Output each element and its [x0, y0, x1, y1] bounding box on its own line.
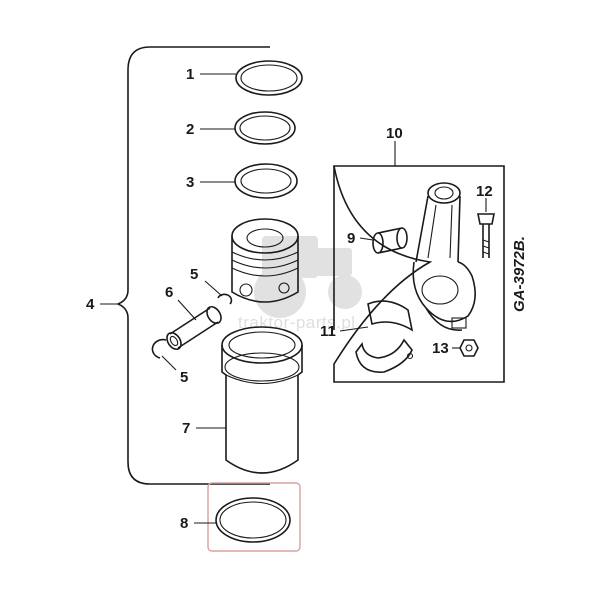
- callout-3: 3: [186, 174, 194, 191]
- callout-7: 7: [182, 420, 190, 437]
- callout-6: 6: [165, 284, 173, 301]
- watermark-text: traktor-parts.pl: [238, 313, 356, 332]
- callout-1: 1: [186, 66, 194, 83]
- callout-11: 11: [320, 323, 336, 340]
- con-rod-assembly-frame: [333, 165, 505, 383]
- piston-pin: [166, 305, 222, 351]
- con-rod-nut: [459, 339, 479, 357]
- leader-11: [339, 326, 369, 332]
- drawing-code-label: GA-3972B.: [511, 236, 528, 312]
- piston-ring-1: [235, 60, 303, 96]
- callout-5-upper: 5: [190, 266, 198, 283]
- leader-9: [359, 237, 374, 241]
- connecting-rod: [412, 182, 476, 331]
- leader-5-lower: [161, 355, 177, 371]
- callout-8: 8: [180, 515, 188, 532]
- callout-2: 2: [186, 121, 194, 138]
- leader-5-upper: [204, 280, 223, 297]
- piston-ring-3: [234, 163, 298, 199]
- callout-13: 13: [432, 340, 449, 357]
- callout-10: 10: [386, 125, 403, 142]
- piston: [231, 218, 299, 303]
- callout-4: 4: [86, 296, 95, 313]
- piston-ring-2: [234, 111, 296, 145]
- callout-5-lower: 5: [180, 369, 188, 386]
- circlip-upper: [217, 293, 233, 305]
- con-rod-bolt: [477, 213, 495, 258]
- tractor-watermark-icon: [254, 236, 362, 318]
- leader-6: [177, 299, 197, 321]
- callout-9: 9: [347, 230, 355, 247]
- watermark: traktor-parts.pl: [238, 236, 362, 332]
- liner-seal-ring: [215, 497, 291, 543]
- cylinder-liner: [221, 326, 303, 474]
- callout-12: 12: [476, 183, 493, 200]
- circlip-lower: [151, 338, 167, 359]
- small-end-bush: [372, 227, 408, 254]
- highlight-box-item-8: [207, 482, 301, 552]
- big-end-bearing-shells: [355, 300, 414, 373]
